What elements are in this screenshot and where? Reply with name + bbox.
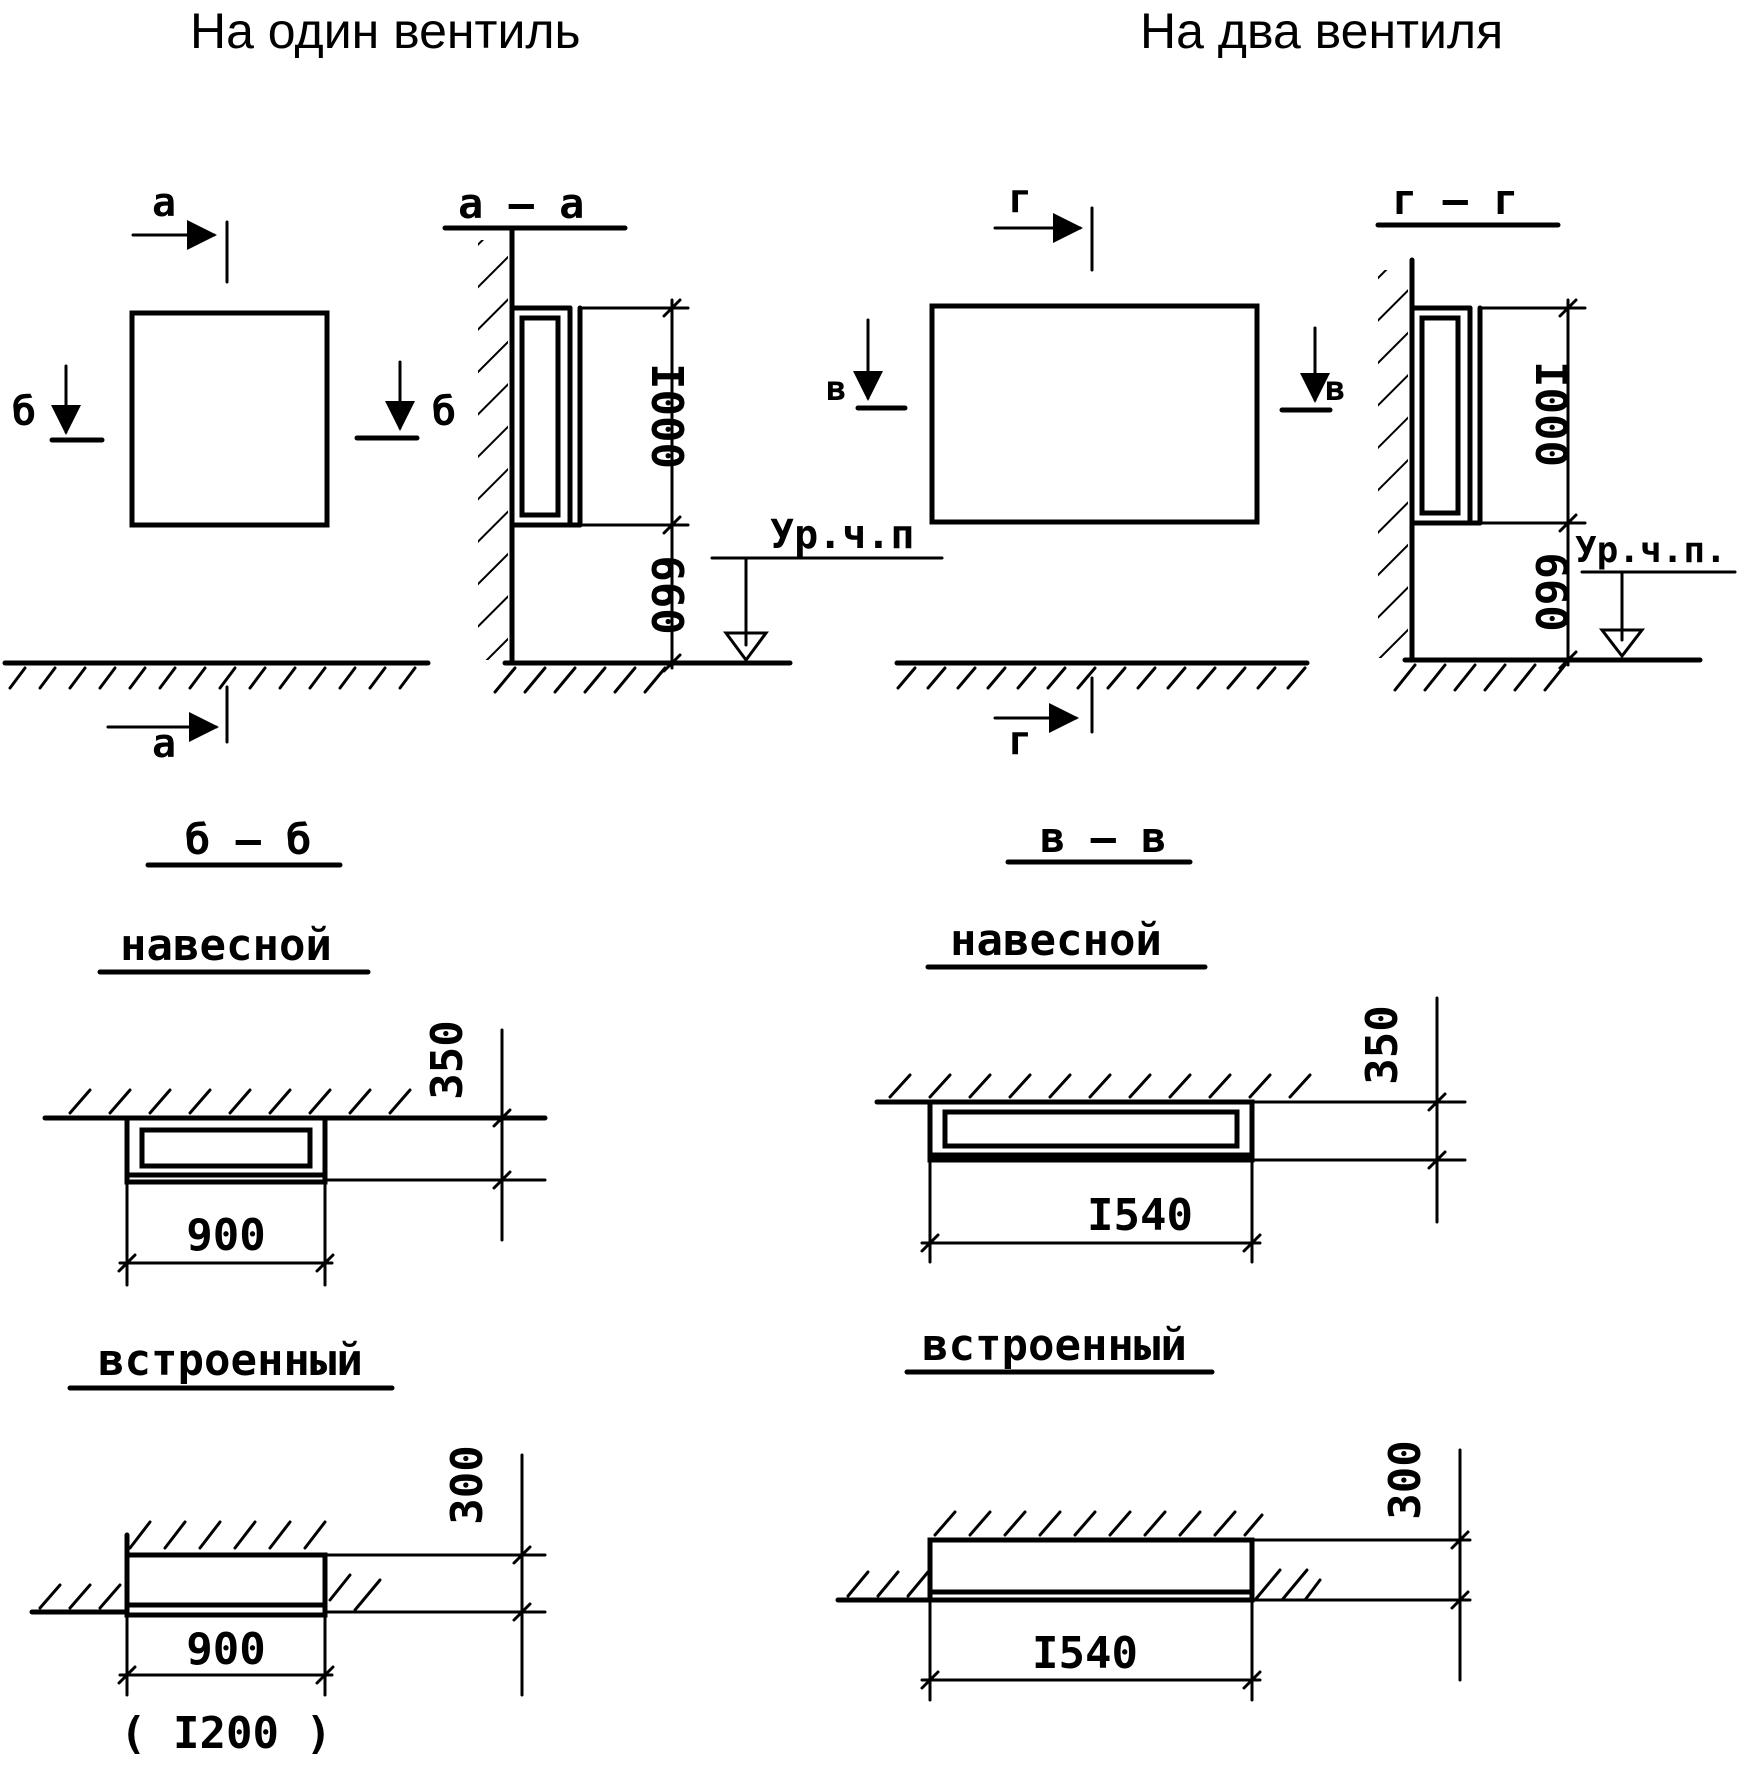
section-a-a-dim-tick1 xyxy=(662,298,682,318)
section-b-b-hung-wall-hatch xyxy=(68,1088,412,1115)
section-b-b-hung-dim-900: 900 xyxy=(186,1210,265,1261)
heading-double-valve: На два вентиля xyxy=(1140,3,1503,59)
section-v-v-hung-dim-vtick1 xyxy=(1427,1092,1447,1112)
section-b-b-hung-dim-vtick2 xyxy=(492,1170,512,1190)
section-v-v-built-dim-htick1 xyxy=(920,1670,940,1690)
single-front-floor-hatch xyxy=(8,666,417,690)
section-b-b-hung-dim-htick2 xyxy=(315,1253,335,1273)
section-b-b-built-dim-900: 900 xyxy=(186,1624,265,1675)
section-b-b-built-dim-1200: ( I200 ) xyxy=(120,1708,332,1759)
section-b-b-built-dim-htick1 xyxy=(117,1665,137,1685)
section-b-b-built-dim-300: 300 xyxy=(442,1445,493,1524)
section-v-v-built-dim-htick2 xyxy=(1242,1670,1262,1690)
section-g-g-dim-tick3 xyxy=(1558,650,1578,670)
section-a-a-floor-hatch xyxy=(493,666,667,694)
section-g-g-wall-hatch xyxy=(1378,270,1408,658)
section-g-g-title: г – г xyxy=(1392,175,1518,224)
section-v-v-built-dim-vtick1 xyxy=(1450,1530,1470,1550)
section-g-g-floor-level-label: Ур.ч.п. xyxy=(1575,530,1727,571)
section-b-b-built-dim-vtick1 xyxy=(512,1545,532,1565)
double-front-floor-hatch xyxy=(896,666,1307,690)
section-v-v-hung-wall-hatch xyxy=(888,1073,1312,1099)
section-a-a-dim-660: 660 xyxy=(641,555,692,634)
section-b-b-built-label: встроенный xyxy=(98,1335,363,1386)
section-v-v-hung-dim-htick2 xyxy=(1242,1233,1262,1253)
section-b-b-built-wall-hatch-top xyxy=(128,1520,327,1550)
section-v-v: в – в навесной 350 I540 встроенный xyxy=(835,813,1472,1702)
section-v-left-label: в xyxy=(826,369,846,409)
section-v-v-built-dim-1540: I540 xyxy=(1032,1628,1138,1679)
single-front-view: а а б б xyxy=(2,180,456,767)
section-v-v-title: в – в xyxy=(1040,813,1166,862)
double-cabinet-front xyxy=(929,303,1260,525)
section-b-b: б – б навесной 350 900 встроенный xyxy=(29,815,548,1759)
section-v-v-hung-cabinet-inner xyxy=(942,1109,1240,1149)
section-a-a-title: а – а xyxy=(458,179,584,228)
section-b-b-built-wall-hatch-right xyxy=(328,1573,382,1612)
section-b-b-hung-label: навесной xyxy=(120,920,332,971)
section-g-g-dim-1000: I000 xyxy=(1525,361,1576,467)
double-front-view: г г в в xyxy=(826,176,1345,764)
section-a-a-floor-level-triangle xyxy=(723,631,769,663)
section-v-v-built-cabinet xyxy=(927,1537,1255,1603)
section-g-top-label: г xyxy=(1008,176,1032,222)
section-a-a: а – а I000 660 Ур.ч.п xyxy=(442,179,944,694)
section-a-top-label: а xyxy=(152,180,176,226)
section-v-right-label: в xyxy=(1325,369,1345,409)
section-a-bottom-label: а xyxy=(152,721,176,767)
section-g-g-dim-tick2 xyxy=(1558,513,1578,533)
section-a-a-wall-hatch xyxy=(478,240,508,660)
section-v-v-built-wall-hatch-top xyxy=(933,1510,1264,1537)
section-b-b-built-dim-vtick2 xyxy=(512,1602,532,1622)
single-cabinet-front xyxy=(129,310,330,528)
section-b-b-title: б – б xyxy=(185,815,311,864)
section-b-b-hung-cabinet xyxy=(124,1115,328,1185)
section-v-v-built-wall-hatch-right xyxy=(1253,1568,1322,1602)
section-g-g: г – г I000 660 Ур.ч.п. xyxy=(1375,175,1737,692)
section-g-g-dim-660: 660 xyxy=(1525,552,1576,631)
section-v-v-hung-cabinet xyxy=(927,1099,1255,1163)
section-g-g-floor-level-triangle xyxy=(1598,628,1646,659)
section-v-v-hung-dim-htick1 xyxy=(920,1233,940,1253)
section-b-b-hung-cabinet-inner xyxy=(139,1127,313,1169)
section-g-g-floor-hatch xyxy=(1393,663,1567,692)
section-b-b-hung-dim-350: 350 xyxy=(422,1020,473,1099)
section-b-b-hung-dim-vtick1 xyxy=(492,1108,512,1128)
section-v-v-built-dim-300: 300 xyxy=(1380,1440,1431,1519)
section-b-right-label: б xyxy=(432,389,456,435)
section-a-a-cabinet-inner xyxy=(519,315,561,518)
section-v-v-built-dim-vtick2 xyxy=(1450,1590,1470,1610)
section-a-a-floor-level-label: Ур.ч.п xyxy=(770,512,915,558)
section-a-a-dim-1000: I000 xyxy=(641,363,692,469)
section-v-v-hung-label: навесной xyxy=(950,915,1162,966)
section-b-left-label: б xyxy=(12,389,36,435)
section-b-b-built-cabinet xyxy=(124,1552,328,1618)
section-v-v-built-label: встроенный xyxy=(922,1320,1187,1371)
section-a-a-dim-tick2 xyxy=(662,515,682,535)
section-a-a-dim-tick3 xyxy=(662,653,682,673)
section-g-bottom-label: г xyxy=(1008,718,1032,764)
section-g-g-cabinet-inner xyxy=(1419,315,1461,516)
section-b-b-hung-dim-htick1 xyxy=(117,1253,137,1273)
section-b-b-built-dim-htick2 xyxy=(315,1665,335,1685)
section-v-v-hung-dim-vtick2 xyxy=(1427,1150,1447,1170)
section-v-v-hung-dim-1540: I540 xyxy=(1087,1190,1193,1241)
section-g-g-dim-tick1 xyxy=(1558,298,1578,318)
section-b-b-built-wall-hatch-left xyxy=(38,1583,122,1610)
section-v-v-built-wall-hatch-left xyxy=(846,1570,930,1598)
heading-single-valve: На один вентиль xyxy=(190,3,581,59)
section-v-v-hung-dim-350: 350 xyxy=(1357,1005,1408,1084)
